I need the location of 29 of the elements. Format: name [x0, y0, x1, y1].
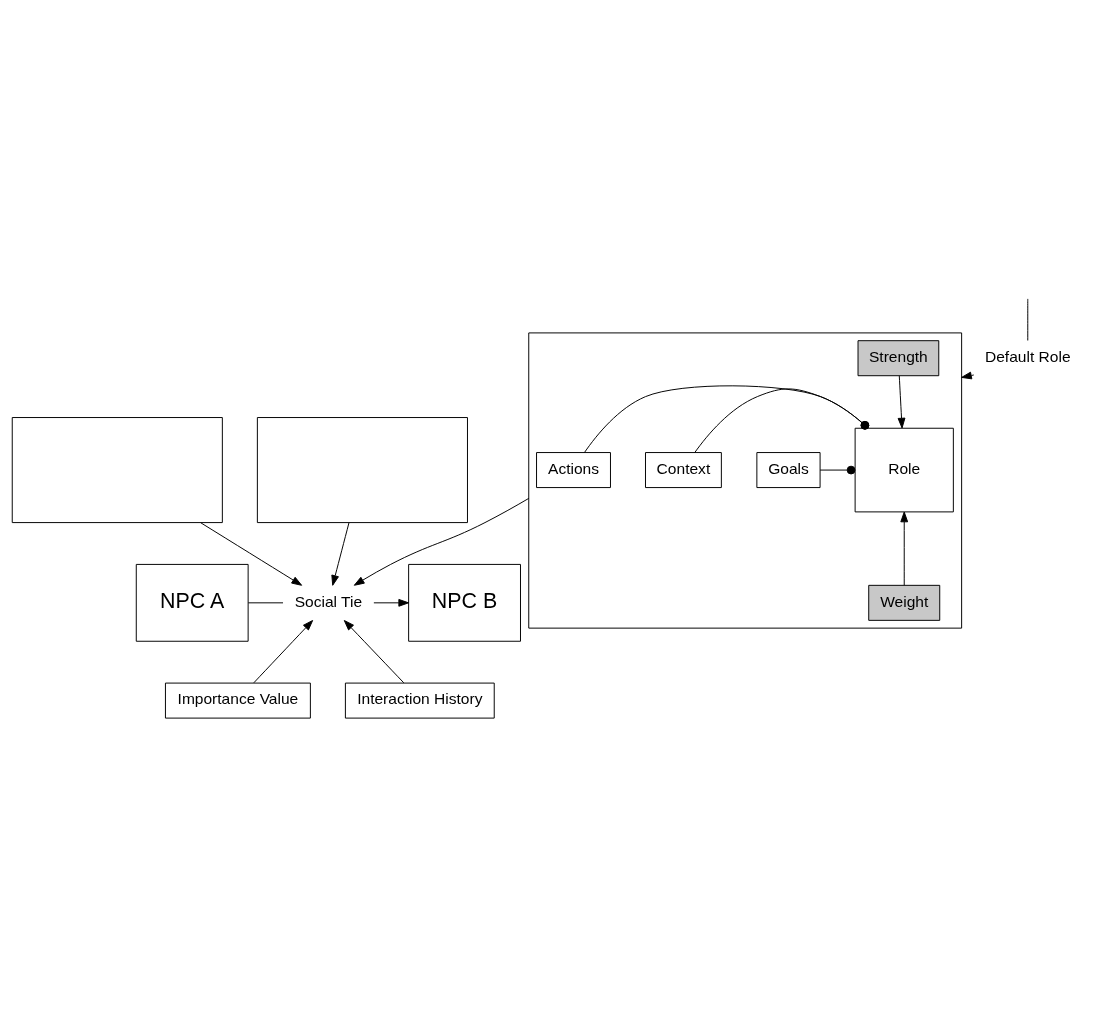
connector: [1027, 297, 1029, 341]
node-box: NPC B: [408, 563, 521, 642]
arrow: [253, 619, 314, 683]
node-box: [11, 416, 223, 523]
node-box: Actions: [536, 451, 611, 488]
arrow: [897, 374, 906, 428]
connector: [819, 465, 856, 474]
node-box: NPC A: [135, 563, 249, 642]
connector: [694, 387, 870, 453]
arrow: [373, 598, 410, 607]
arrow: [343, 619, 405, 683]
node-box: Strength: [857, 339, 940, 376]
node-text: Social Tie: [294, 592, 363, 610]
node-box: Context: [645, 451, 722, 488]
arrow: [961, 371, 975, 379]
arrow: [900, 511, 909, 586]
connector: [584, 384, 870, 453]
node-box: Interaction History: [344, 682, 495, 719]
node-text: Default Role: [984, 347, 1071, 365]
arrow: [353, 497, 530, 586]
node-box: Goals: [756, 451, 821, 488]
node-box: Importance Value: [164, 682, 311, 719]
arrow: [331, 521, 350, 586]
node-box: Weight: [868, 584, 941, 621]
node-box: [256, 416, 468, 523]
arrow: [200, 521, 303, 586]
cluster: [528, 331, 963, 629]
connector: [247, 601, 284, 603]
node-box: Role: [854, 427, 954, 512]
